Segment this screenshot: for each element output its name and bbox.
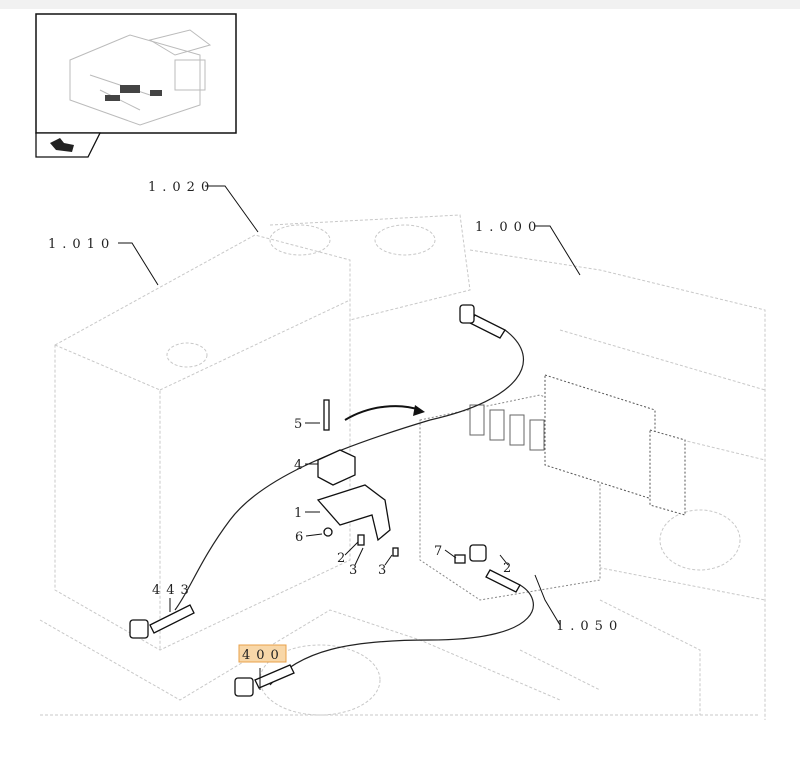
diagram-line[interactable] bbox=[234, 677, 254, 697]
diagram-line bbox=[499, 554, 509, 566]
diagram-line[interactable]: 400 bbox=[242, 648, 285, 663]
diagram-line[interactable] bbox=[105, 95, 120, 101]
sensor-7[interactable] bbox=[469, 544, 521, 593]
sensor-400[interactable] bbox=[234, 664, 295, 697]
diagram-line bbox=[459, 304, 475, 324]
diagram-line[interactable] bbox=[238, 644, 287, 663]
diagram-line[interactable] bbox=[316, 484, 391, 542]
diagram-line bbox=[118, 185, 581, 626]
diagram-line bbox=[269, 214, 471, 321]
diagram-line bbox=[166, 342, 208, 368]
diagram-line[interactable] bbox=[174, 59, 206, 91]
diagram-line[interactable]: 1.020 bbox=[148, 180, 215, 195]
part-label-443: 443 bbox=[152, 583, 195, 598]
diagram-line bbox=[659, 509, 741, 571]
diagram-line bbox=[354, 547, 364, 566]
sensor-top bbox=[459, 304, 506, 339]
diagram-line[interactable] bbox=[357, 534, 365, 546]
diagram-line[interactable] bbox=[35, 13, 237, 134]
part-label-7: 7 bbox=[434, 544, 442, 559]
diagram-line bbox=[159, 299, 351, 391]
diagram-line[interactable] bbox=[317, 449, 356, 486]
reference-label-1010[interactable]: 1.010 bbox=[48, 237, 115, 252]
diagram-line bbox=[169, 422, 509, 690]
diagram-line bbox=[413, 405, 425, 416]
diagram-line[interactable]: 1.050 bbox=[556, 619, 623, 634]
part-label-400-highlighted[interactable]: 400 bbox=[238, 644, 287, 663]
diagram-line bbox=[649, 429, 686, 516]
reference-label-1020[interactable]: 1.020 bbox=[148, 180, 215, 195]
diagram-line bbox=[384, 554, 393, 566]
diagram-line bbox=[469, 314, 506, 339]
overview-thumbnail[interactable] bbox=[35, 13, 237, 158]
diagram-line bbox=[205, 185, 259, 233]
diagram-line[interactable] bbox=[148, 29, 212, 56]
diagram-line[interactable]: 1.000 bbox=[475, 220, 542, 235]
diagram-line[interactable] bbox=[323, 399, 330, 431]
diagram-line[interactable] bbox=[323, 527, 333, 537]
reference-label-1050[interactable]: 1.050 bbox=[556, 619, 623, 634]
diagram-line[interactable] bbox=[150, 90, 162, 96]
diagram-line[interactable]: 1.010 bbox=[48, 237, 115, 252]
diagram-line[interactable] bbox=[254, 664, 295, 689]
diagram-line bbox=[39, 609, 561, 701]
diagram-line bbox=[344, 541, 359, 556]
part-label-2: 2 bbox=[337, 551, 345, 566]
diagram-line bbox=[534, 574, 561, 626]
diagram-line[interactable] bbox=[149, 604, 195, 634]
bracket-assembly[interactable] bbox=[316, 399, 466, 564]
arrow-icon bbox=[344, 405, 421, 421]
diagram-line[interactable] bbox=[69, 34, 201, 126]
diagram-line[interactable] bbox=[129, 619, 149, 639]
diagram-line bbox=[444, 549, 457, 559]
sensor-443[interactable] bbox=[129, 604, 195, 639]
part-label-1: 1 bbox=[294, 506, 302, 521]
top-strip bbox=[0, 0, 800, 9]
part-label-5: 5 bbox=[294, 417, 302, 432]
diagram-line bbox=[529, 419, 545, 451]
machine-background bbox=[39, 214, 766, 720]
diagram-line[interactable] bbox=[105, 85, 162, 101]
part-label-3b: 3 bbox=[378, 563, 386, 578]
diagram-line bbox=[469, 249, 766, 720]
diagram-line bbox=[54, 344, 161, 650]
part-label-3: 3 bbox=[349, 563, 357, 578]
navigate-back-icon[interactable] bbox=[50, 138, 74, 152]
reference-label-1000[interactable]: 1.000 bbox=[475, 220, 542, 235]
diagram-line bbox=[118, 242, 159, 286]
diagram-line[interactable] bbox=[485, 569, 521, 593]
diagram-line bbox=[374, 224, 436, 256]
diagram-line[interactable] bbox=[392, 547, 399, 557]
diagram-line bbox=[519, 599, 701, 715]
diagram-line bbox=[535, 225, 581, 276]
part-label-2b: 2 bbox=[503, 561, 511, 576]
diagram-line bbox=[269, 224, 331, 256]
diagram-line[interactable] bbox=[469, 544, 487, 562]
diagram-line bbox=[54, 234, 351, 651]
diagram-line bbox=[489, 409, 505, 441]
diagram-line bbox=[559, 329, 766, 601]
diagram-line[interactable] bbox=[454, 554, 466, 564]
diagram-line[interactable] bbox=[120, 85, 140, 93]
part-label-4: 4 bbox=[294, 458, 302, 473]
diagram-line bbox=[469, 404, 485, 436]
part-label-6: 6 bbox=[295, 530, 303, 545]
diagram-line bbox=[305, 533, 323, 537]
cable-400 bbox=[269, 584, 534, 686]
diagram-line bbox=[509, 414, 525, 446]
